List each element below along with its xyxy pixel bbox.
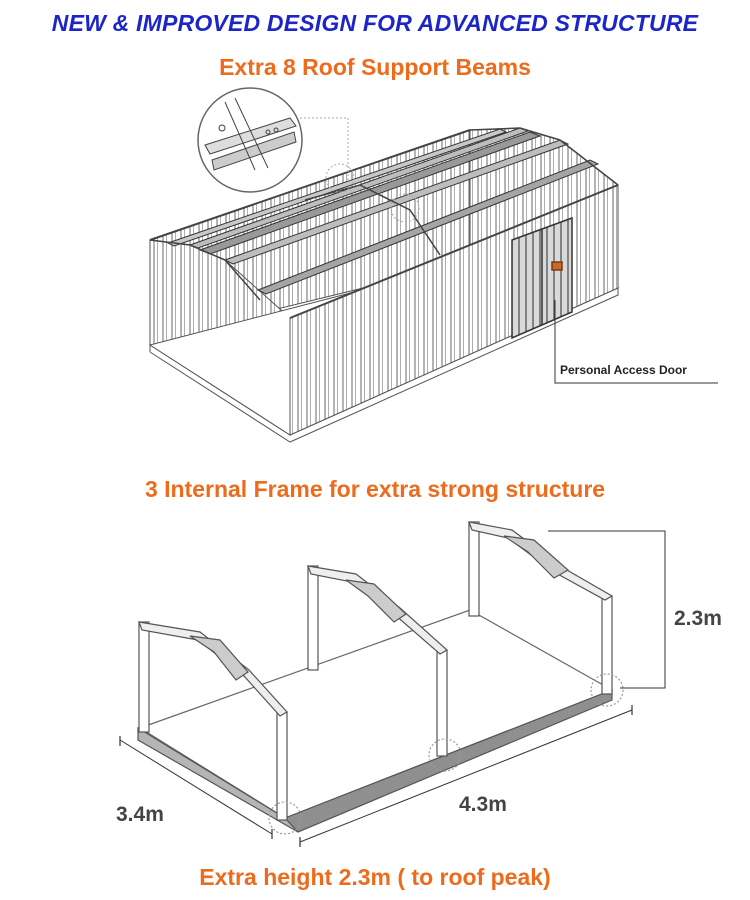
frame-3: [468, 521, 614, 695]
frame-2: [307, 565, 449, 757]
roof-beams-title: Extra 8 Roof Support Beams: [219, 54, 531, 80]
frame-1: [138, 621, 288, 821]
height-dimension: 2.3m: [674, 607, 722, 630]
headline: NEW & IMPROVED DESIGN FOR ADVANCED STRUC…: [51, 10, 699, 36]
door-label: Personal Access Door: [560, 363, 687, 377]
width-dimension: 3.4m: [116, 803, 164, 826]
internal-frame-title: 3 Internal Frame for extra strong struct…: [144, 476, 606, 502]
roof-joint-detail: [197, 87, 349, 193]
base-rail-left: [137, 726, 299, 833]
length-dimension: 4.3m: [459, 793, 507, 816]
access-door: [511, 216, 573, 340]
height-title: Extra height 2.3m ( to roof peak): [199, 864, 551, 890]
internal-rafters: [149, 127, 619, 301]
frame-diagram: [119, 521, 666, 847]
shed-3d: [148, 127, 718, 443]
